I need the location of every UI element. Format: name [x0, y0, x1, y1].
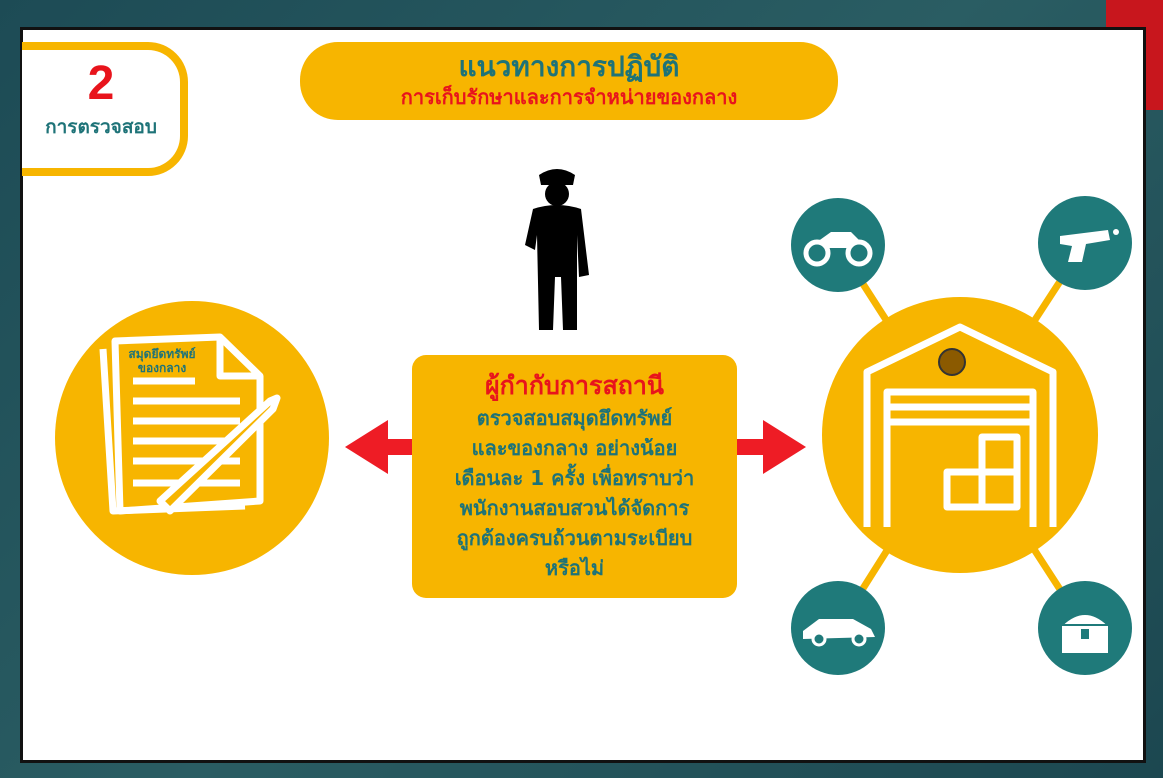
step-number: 2 — [87, 57, 115, 110]
notebook-label: สมุดยึดทรัพย์ ของกลาง — [107, 347, 217, 375]
step-badge: 2 การตรวจสอบ — [22, 42, 188, 176]
treasure-chest-circle — [1038, 581, 1132, 675]
warehouse-icon — [863, 323, 1057, 527]
treasure-chest-icon — [1059, 613, 1111, 653]
description-line: และของกลาง อย่างน้อย — [471, 436, 678, 460]
motorcycle-icon — [803, 232, 873, 267]
step-label: การตรวจสอบ — [45, 116, 157, 138]
description-line: ถูกต้องครบถ้วนตามระเบียบ — [456, 526, 693, 550]
notebook-icon — [99, 333, 281, 515]
notebook-label-line2: ของกลาง — [137, 361, 187, 375]
car-icon — [803, 619, 875, 647]
description-line: เดือนละ 1 ครั้ง เพื่อทราบว่า — [454, 466, 695, 490]
description-line: พนักงานสอบสวนได้จัดการ — [459, 496, 690, 520]
station-chief-heading: ผู้กำกับการสถานี — [485, 371, 664, 400]
right-arrow-icon — [735, 420, 806, 474]
station-chief-description: ตรวจสอบสมุดยึดทรัพย์ และของกลาง อย่างน้อ… — [412, 403, 737, 583]
car-circle — [791, 581, 885, 675]
emblem-icon — [938, 348, 966, 376]
station-chief-box: ผู้กำกับการสถานี ตรวจสอบสมุดยึดทรัพย์ แล… — [412, 355, 737, 598]
left-arrow-icon — [345, 420, 414, 474]
description-line: หรือไม่ — [544, 556, 605, 580]
title-pill: แนวทางการปฏิบัติ การเก็บรักษาและการจำหน่… — [300, 42, 838, 120]
page-subtitle: การเก็บรักษาและการจำหน่ายของกลาง — [400, 85, 738, 109]
page-title: แนวทางการปฏิบัติ — [458, 50, 680, 83]
police-officer-icon — [525, 169, 589, 330]
gun-circle — [1038, 196, 1132, 290]
description-line: ตรวจสอบสมุดยึดทรัพย์ — [476, 406, 673, 430]
gun-icon — [1060, 229, 1119, 262]
motorcycle-circle — [791, 198, 885, 292]
notebook-label-line1: สมุดยึดทรัพย์ — [128, 347, 196, 361]
